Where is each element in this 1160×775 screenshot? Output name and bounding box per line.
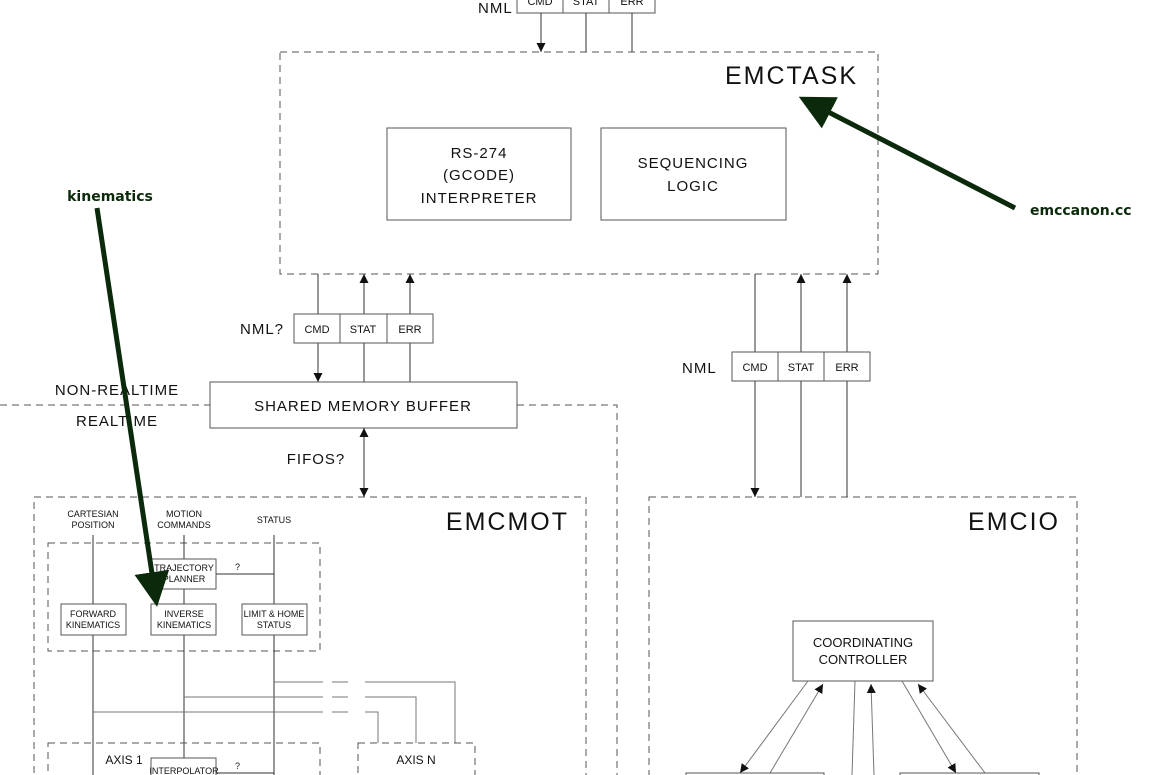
sequencing-box <box>600 127 787 221</box>
inverse-kinematics-box <box>150 603 217 636</box>
interpolator-label: INTERPOLATOR <box>149 766 219 775</box>
emccanon-annotation: emccanon.cc <box>1030 203 1132 219</box>
motion-label: MOTION <box>166 509 202 519</box>
io-arrow <box>739 680 809 774</box>
controller-label: CONTROLLER <box>819 652 908 667</box>
trajectory-planner-label: TRAJECTORY <box>154 563 214 573</box>
err-box <box>386 313 434 344</box>
emccanon-arrow <box>798 96 1017 211</box>
cartesian-bus <box>93 711 379 743</box>
channel-label: NML <box>478 0 513 17</box>
io-subsystem-box <box>685 772 825 775</box>
interpreter-box <box>386 127 572 221</box>
status-label: STATUS <box>257 515 291 525</box>
sequencing-line: LOGIC <box>667 178 719 195</box>
emctask-boundary <box>279 51 879 275</box>
annotations: kinematics emccanon.cc <box>67 96 1132 607</box>
controller-label: COORDINATING <box>813 635 913 650</box>
cmd-label: CMD <box>304 324 329 336</box>
err-box <box>823 351 871 382</box>
sequencing-line: SEQUENCING <box>638 155 749 172</box>
limit-home-box <box>241 603 308 636</box>
realtime-label: REALTIME <box>76 413 158 430</box>
non-realtime-label: NON-REALTIME <box>55 382 179 399</box>
emctask-block: EMCTASK RS-274 (GCODE) INTERPRETER SEQUE… <box>279 51 879 275</box>
channel-label: NML <box>682 360 717 377</box>
io-arrow <box>866 683 876 775</box>
stat-box <box>339 313 388 344</box>
emcmot-title: EMCMOT <box>446 508 569 536</box>
axis1-title: AXIS 1 <box>105 753 143 767</box>
io-arrow <box>769 683 824 774</box>
forward-kinematics-box <box>60 603 127 636</box>
io-arrow <box>917 683 986 774</box>
emctask-title: EMCTASK <box>725 62 858 90</box>
forward-kinematics-label: FORWARD <box>70 609 116 619</box>
boundary-line <box>0 404 618 775</box>
stat-label: STAT <box>350 324 377 336</box>
forward-kinematics-label: KINEMATICS <box>66 620 120 630</box>
task-motion-channel: NML? CMD STAT ERR <box>240 274 434 382</box>
err-label: ERR <box>398 324 421 336</box>
cartesian-label: POSITION <box>71 520 114 530</box>
motion-bus <box>184 696 417 743</box>
kinematics-annotation: kinematics <box>67 189 153 205</box>
top-nml-channel: NML CMD STAT ERR <box>478 0 656 52</box>
kinematics-arrow <box>94 207 170 607</box>
axis1-group <box>47 742 321 775</box>
io-subsystem-box <box>899 772 1040 775</box>
fifos-label: FIFOS? <box>287 451 346 468</box>
err-label: ERR <box>835 362 858 374</box>
channel-label: NML? <box>240 321 284 338</box>
io-arrow <box>901 680 957 774</box>
axisN-group <box>357 742 476 775</box>
interpreter-line: (GCODE) <box>443 167 515 184</box>
coordinating-controller-box <box>792 620 934 682</box>
status-bus <box>274 681 456 743</box>
axisN-title: AXIS N <box>396 753 435 767</box>
emcmot-block: EMCMOT CARTESIAN POSITION MOTION COMMAND… <box>33 496 587 775</box>
task-io-channel: NML CMD STAT ERR <box>682 274 871 497</box>
interpreter-line: RS-274 <box>451 145 508 162</box>
cartesian-label: CARTESIAN <box>67 509 118 519</box>
emcmot-boundary <box>33 496 587 775</box>
question-mark: ? <box>235 761 240 771</box>
interpreter-line: INTERPRETER <box>421 190 538 207</box>
shared-memory-box <box>209 381 518 429</box>
trajectory-planner-label: PLANNER <box>163 574 206 584</box>
limit-home-label: LIMIT & HOME <box>244 609 305 619</box>
motion-label: COMMANDS <box>157 520 211 530</box>
cmd-label: CMD <box>742 362 767 374</box>
stat-label: STAT <box>788 362 815 374</box>
inverse-kinematics-label: KINEMATICS <box>157 620 211 630</box>
stat-box <box>777 351 825 382</box>
question-mark: ? <box>235 562 240 572</box>
limit-home-label: STATUS <box>257 620 291 630</box>
cmd-label: CMD <box>527 0 552 8</box>
io-line <box>851 680 856 775</box>
shared-memory-label: SHARED MEMORY BUFFER <box>254 398 472 415</box>
realtime-boundary: NON-REALTIME REALTIME <box>0 382 618 775</box>
stat-label: STAT <box>573 0 600 8</box>
emcio-title: EMCIO <box>968 508 1060 536</box>
inverse-kinematics-label: INVERSE <box>164 609 204 619</box>
emcio-boundary <box>648 496 1078 775</box>
err-label: ERR <box>620 0 643 8</box>
emcio-block: EMCIO COORDINATING CONTROLLER <box>648 496 1078 775</box>
